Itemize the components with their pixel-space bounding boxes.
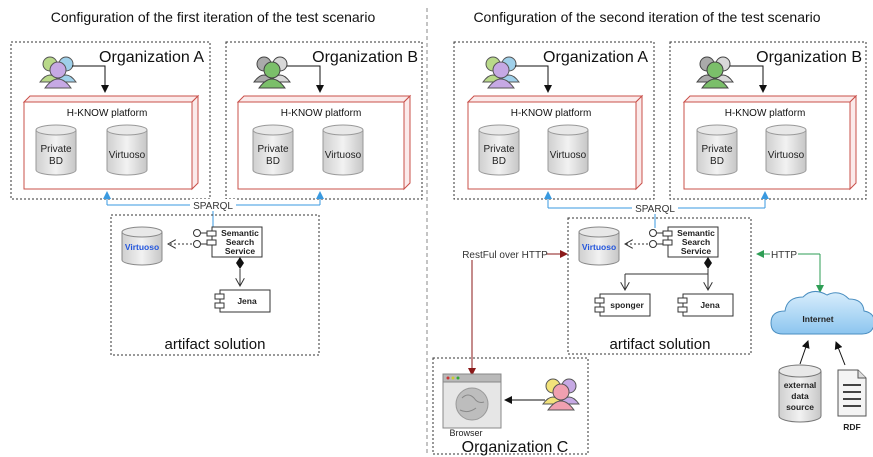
restful-connector — [468, 250, 568, 376]
left-db-private-b-line2: BD — [266, 156, 280, 167]
left-composition-link — [236, 257, 244, 286]
left-artifact-box — [110, 214, 320, 356]
internet-label: Internet — [802, 314, 833, 324]
restful-label: RestFul over HTTP — [462, 250, 548, 261]
users-icon — [542, 378, 580, 411]
right-db-private-line2: BD — [492, 156, 506, 167]
external-line3: source — [786, 402, 814, 412]
left-sparql-label-bg — [190, 199, 236, 211]
left-service-component — [193, 226, 263, 258]
users-icon — [696, 56, 734, 89]
right-composition-links — [625, 257, 712, 290]
left-platform-b-title: H-KNOW platform — [281, 108, 362, 119]
left-artifact-label: artifact solution — [165, 336, 266, 353]
right-db-virtuoso: Virtuoso — [550, 150, 587, 161]
left-artifact-virtuoso: Virtuoso — [125, 242, 159, 252]
right-sponger-label: sponger — [610, 300, 644, 310]
right-org-a-arrow — [515, 65, 552, 93]
left-db-virtuoso: Virtuoso — [109, 150, 146, 161]
users-icon — [253, 56, 291, 89]
right-artifact-virtuoso: Virtuoso — [582, 242, 616, 252]
rdf-to-internet-arrow — [834, 341, 846, 366]
right-org-b-box — [669, 41, 867, 200]
right-jena-label: Jena — [700, 300, 720, 310]
right-org-a-title: Organization A — [543, 49, 648, 66]
right-sparql-label-bg — [632, 202, 678, 214]
users-icon — [39, 56, 77, 89]
browser-icon — [442, 373, 502, 429]
org-c-box — [432, 357, 589, 455]
left-service-line1: Semantic — [221, 228, 259, 238]
right-db-private-b-line2: BD — [710, 156, 724, 167]
cloud-icon — [770, 291, 873, 335]
left-org-b-arrow — [287, 65, 324, 93]
database-icon — [547, 124, 589, 176]
database-icon — [252, 124, 294, 176]
external-to-internet-arrow — [799, 340, 810, 365]
database-icon — [696, 124, 738, 176]
right-artifact-label: artifact solution — [610, 336, 711, 353]
database-icon — [35, 124, 77, 176]
rdf-label: RDF — [843, 422, 860, 432]
right-service-line1: Semantic — [677, 228, 715, 238]
database-icon — [778, 364, 822, 423]
http-label: HTTP — [771, 250, 797, 261]
database-icon — [578, 226, 620, 266]
right-service-line2: Search — [682, 237, 710, 247]
external-line1: external — [784, 380, 817, 390]
left-db-private-line1: Private — [40, 144, 72, 155]
left-org-a-title: Organization A — [99, 49, 204, 66]
right-org-a-box — [453, 41, 655, 200]
database-icon — [322, 124, 364, 176]
right-artifact-box — [567, 217, 752, 355]
external-line2: data — [791, 391, 809, 401]
database-icon — [106, 124, 148, 176]
right-service-line3: Service — [681, 246, 712, 256]
left-db-private-b-line1: Private — [257, 144, 289, 155]
right-jena-component — [677, 293, 734, 317]
document-icon — [837, 369, 867, 417]
left-sparql-label: SPARQL — [193, 201, 233, 212]
right-sparql-label: SPARQL — [635, 204, 675, 215]
right-db-private-b-line1: Private — [701, 144, 733, 155]
left-org-a-box — [10, 41, 211, 200]
right-platform-a-title: H-KNOW platform — [511, 108, 592, 119]
database-icon — [765, 124, 807, 176]
right-org-b-arrow — [730, 65, 767, 93]
left-jena-label: Jena — [237, 296, 257, 306]
right-db-virtuoso-b: Virtuoso — [768, 150, 805, 161]
right-db-private-line1: Private — [483, 144, 515, 155]
left-db-private-line2: BD — [49, 156, 63, 167]
browser-label: Browser — [449, 428, 482, 438]
left-org-a-arrow — [72, 65, 109, 93]
right-service-component — [649, 226, 719, 258]
database-icon — [121, 226, 163, 266]
database-icon — [478, 124, 520, 176]
left-org-b-title: Organization B — [312, 49, 418, 66]
left-caption: Configuration of the first iteration of … — [51, 9, 376, 25]
right-caption: Configuration of the second iteration of… — [473, 9, 820, 25]
left-jena-component — [214, 289, 271, 313]
left-service-line2: Search — [226, 237, 254, 247]
right-org-b-title: Organization B — [756, 49, 862, 66]
left-db-virtuoso-b: Virtuoso — [325, 150, 362, 161]
left-org-b-box — [225, 41, 423, 200]
users-icon — [482, 56, 520, 89]
org-c-title: Organization C — [462, 439, 569, 456]
left-service-line3: Service — [225, 246, 256, 256]
right-platform-b-title: H-KNOW platform — [725, 108, 806, 119]
restful-label-bg — [464, 248, 546, 260]
right-sponger-component — [594, 293, 651, 317]
left-platform-a-title: H-KNOW platform — [67, 108, 148, 119]
http-label-bg — [770, 248, 798, 260]
